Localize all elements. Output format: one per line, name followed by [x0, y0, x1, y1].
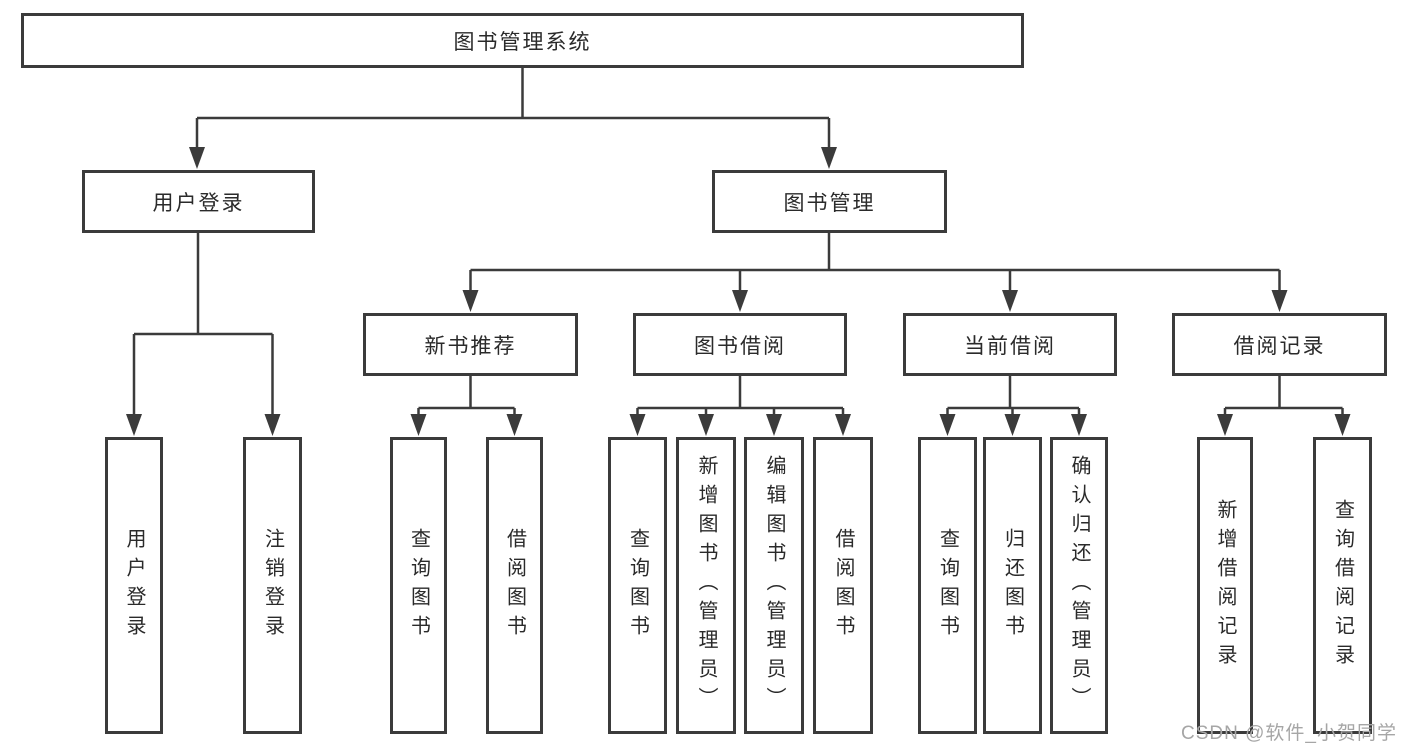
node-book-management: 图书管理 [712, 170, 947, 233]
leaf-records-query-borrow-record-label: 查询借阅记录 [1331, 498, 1354, 673]
leaf-current-query-books: 查询图书 [918, 437, 977, 734]
leaf-borrowing-query-books: 查询图书 [608, 437, 667, 734]
leaf-current-return-books-label: 归还图书 [1001, 527, 1024, 644]
connector-borrowing-records [1217, 376, 1351, 436]
leaf-current-confirm-return-admin: 确认归还（管理员） [1050, 437, 1108, 734]
leaf-newbook-borrow-books: 借阅图书 [486, 437, 543, 734]
leaf-records-add-borrow-record: 新增借阅记录 [1197, 437, 1253, 734]
connector-book-management [462, 233, 1288, 312]
leaf-logout-label: 注销登录 [261, 527, 284, 644]
leaf-user-login: 用户登录 [105, 437, 163, 734]
connector-user-login [126, 233, 281, 436]
connector-book-borrowing [629, 376, 851, 436]
node-book-borrowing: 图书借阅 [633, 313, 847, 376]
leaf-borrowing-query-books-label: 查询图书 [626, 527, 649, 644]
leaf-records-query-borrow-record: 查询借阅记录 [1313, 437, 1372, 734]
connector-new-book-recommendation [410, 376, 523, 436]
leaf-borrowing-add-books-admin: 新增图书（管理员） [676, 437, 736, 734]
leaf-newbook-query-books-label: 查询图书 [407, 527, 430, 644]
csdn-watermark: CSDN @软件_小贺同学 [1181, 723, 1397, 744]
leaf-borrowing-edit-books-admin-label: 编辑图书（管理员） [763, 455, 785, 716]
node-current-borrowing: 当前借阅 [903, 313, 1117, 376]
leaf-borrowing-edit-books-admin: 编辑图书（管理员） [744, 437, 804, 734]
node-borrowing-records: 借阅记录 [1172, 313, 1387, 376]
leaf-newbook-borrow-books-label: 借阅图书 [503, 527, 526, 644]
connector-current-borrowing [939, 376, 1087, 436]
node-new-book-recommendation: 新书推荐 [363, 313, 578, 376]
node-user-login: 用户登录 [82, 170, 315, 233]
leaf-borrowing-add-books-admin-label: 新增图书（管理员） [695, 455, 717, 716]
leaf-current-query-books-label: 查询图书 [936, 527, 959, 644]
leaf-newbook-query-books: 查询图书 [390, 437, 447, 734]
leaf-borrowing-borrow-books: 借阅图书 [813, 437, 873, 734]
leaf-borrowing-borrow-books-label: 借阅图书 [832, 527, 854, 644]
leaf-logout: 注销登录 [243, 437, 302, 734]
leaf-user-login-label: 用户登录 [123, 527, 145, 644]
leaf-records-add-borrow-record-label: 新增借阅记录 [1214, 498, 1236, 673]
connector-root [189, 68, 837, 169]
node-library-management-system: 图书管理系统 [21, 13, 1024, 68]
leaf-current-confirm-return-admin-label: 确认归还（管理员） [1068, 455, 1090, 716]
leaf-current-return-books: 归还图书 [983, 437, 1042, 734]
